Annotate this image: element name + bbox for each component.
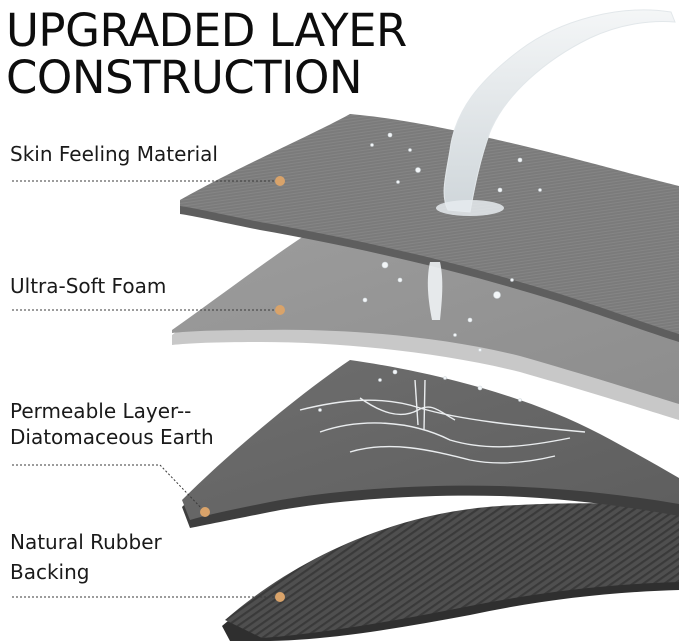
foam-layer-surface [172,232,679,404]
label-skin-feeling-material: Skin Feeling Material [10,142,218,166]
water-splash [299,379,586,464]
label-natural-rubber-line-2: Backing [10,560,90,584]
label-ultra-soft-foam: Ultra-Soft Foam [10,274,167,298]
leader-lines [12,180,280,598]
rubber-backing-layer [222,503,679,641]
permeable-layer-surface [182,360,679,520]
label-permeable-layer-line-1: Permeable Layer-- [10,399,192,423]
marker-dot-rubber [275,592,285,602]
water-impact [436,200,504,216]
rubber-backing-surface [225,503,679,638]
leader-line-permeable [12,464,206,513]
title-line-2: CONSTRUCTION [6,51,363,104]
marker-dot-skin [275,176,285,186]
water-droplets [318,132,542,412]
water-stream [427,9,676,320]
foam-layer [172,232,679,420]
label-permeable-layer-line-2: Diatomaceous Earth [10,425,214,449]
marker-dot-foam [275,305,285,315]
water-stream-foam-drop [427,262,443,320]
skin-layer-surface [180,114,679,334]
label-natural-rubber-line-1: Natural Rubber [10,530,162,554]
layer-markers [200,176,285,602]
title-line-1: UPGRADED LAYER [6,4,407,57]
marker-dot-permeable [200,507,210,517]
skin-layer [180,114,679,342]
permeable-layer [182,360,679,528]
